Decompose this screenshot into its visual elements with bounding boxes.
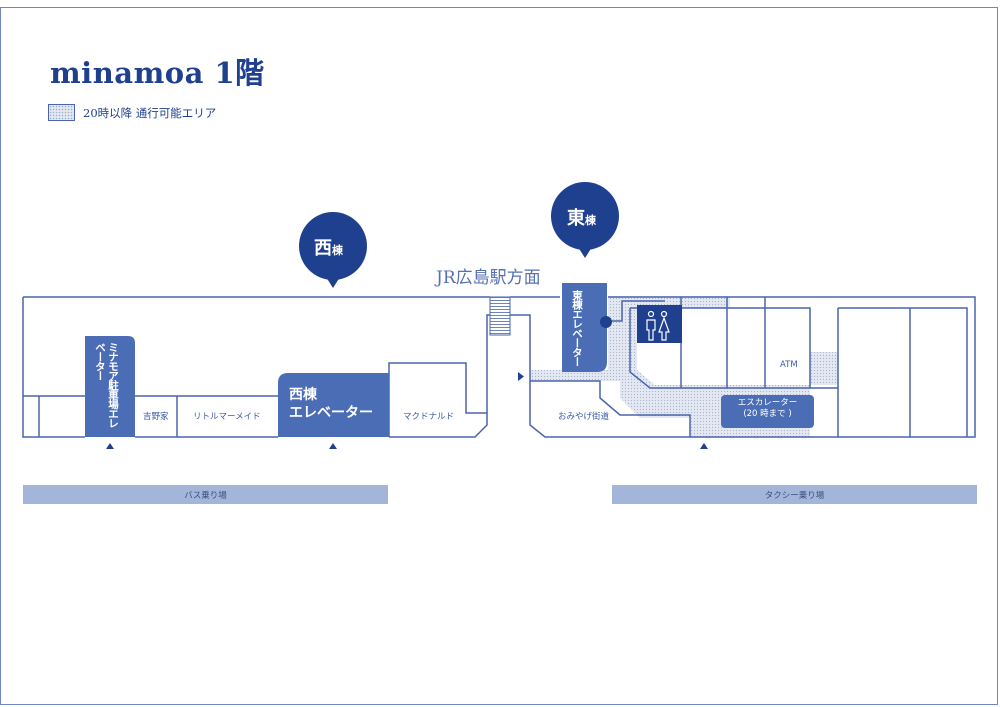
legend: 20時以降 通行可能エリア	[48, 104, 216, 121]
stairs	[489, 296, 511, 336]
taxi-stand-label: タクシー乗り場	[764, 490, 825, 501]
legend-swatch	[48, 104, 75, 121]
atm-label[interactable]: ATM	[780, 360, 798, 370]
minamoa-parking-elevator[interactable]	[85, 336, 135, 437]
east-building-label: 東棟	[567, 204, 596, 230]
west-building-sub: 棟	[332, 244, 343, 257]
shop-mcdonalds[interactable]: マクドナルド	[403, 412, 455, 422]
shop-little-mermaid[interactable]: リトルマーメイド	[193, 412, 261, 422]
floor-outline	[22, 296, 976, 438]
legend-label: 20時以降 通行可能エリア	[83, 105, 217, 120]
east-building-pin[interactable]	[551, 182, 619, 258]
west-elevator-label: 西棟 エレベーター	[289, 386, 373, 422]
escalator-label: エスカレーター (20 時まで )	[721, 398, 814, 420]
west-building-pin[interactable]	[299, 212, 367, 288]
entrance-marker-parking	[106, 443, 114, 449]
escalator-label-line2: (20 時まで )	[743, 409, 792, 419]
shop-yoshinoya[interactable]: 吉野家	[143, 412, 169, 422]
page-title: minamoa 1階	[50, 56, 265, 90]
west-elevator-label-line1: 西棟	[289, 387, 317, 403]
entrance-marker-west	[329, 443, 337, 449]
west-building-main: 西	[314, 238, 332, 259]
east-building-sub: 棟	[585, 214, 596, 227]
escalator[interactable]	[721, 395, 814, 428]
west-elevator-label-line2: エレベーター	[289, 405, 373, 421]
shop-omiyage-kaido[interactable]: おみやげ街道	[558, 412, 610, 422]
map-frame	[0, 7, 998, 705]
minamoa-parking-elevator-label: ミナモア駐車場エレベーター	[94, 342, 119, 428]
restroom[interactable]	[637, 305, 682, 343]
direction-marker	[518, 372, 524, 381]
jr-direction-label: JR広島駅方面	[436, 268, 541, 288]
east-elevator[interactable]	[562, 283, 607, 372]
bus-stop-bar[interactable]: バス乗り場	[23, 485, 388, 504]
west-elevator[interactable]	[278, 373, 389, 437]
escalator-label-line1: エスカレーター	[737, 398, 798, 408]
east-elevator-node	[600, 316, 612, 328]
east-building-main: 東	[567, 208, 585, 229]
restroom-icon	[646, 310, 670, 341]
taxi-stand-bar[interactable]: タクシー乗り場	[612, 485, 977, 504]
west-building-label: 西棟	[314, 234, 343, 260]
bus-stop-label: バス乗り場	[184, 490, 227, 501]
entrance-marker-east	[700, 443, 708, 449]
east-elevator-label: 東棟エレベーター	[571, 290, 583, 366]
